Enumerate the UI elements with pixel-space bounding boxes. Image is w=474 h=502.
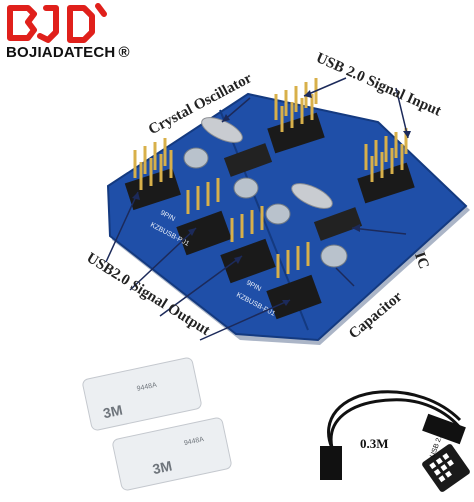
pin-header-output-3 [266, 242, 322, 320]
cable-length-label: 0.3M [360, 436, 389, 451]
tape-code-1: 9448A [136, 382, 158, 393]
pin-header-output-2 [220, 206, 276, 284]
crystal-oscillator-2 [291, 183, 333, 209]
pin-header-input-2 [357, 128, 415, 204]
tape-pad-2: 3M 9448A [112, 417, 232, 491]
tape-code-2: 9448A [183, 436, 205, 447]
brand-name: BOJIADATECH® [6, 44, 130, 61]
ic-chip-2 [313, 207, 363, 241]
crystal-oscillator-1 [201, 117, 243, 143]
capacitors [183, 147, 348, 268]
tape-pad-1: 3M 9448A [82, 357, 202, 431]
tape-brand-1: 3M [102, 402, 124, 422]
pin-header-input-1 [267, 78, 325, 154]
usb2-badge-icon [422, 444, 470, 492]
tape-brand-2: 3M [151, 457, 173, 477]
pin-header-output-1 [176, 178, 232, 256]
brand-logo-icon [7, 3, 107, 43]
ic-chip-1 [223, 143, 273, 177]
usb-cable [320, 390, 466, 480]
